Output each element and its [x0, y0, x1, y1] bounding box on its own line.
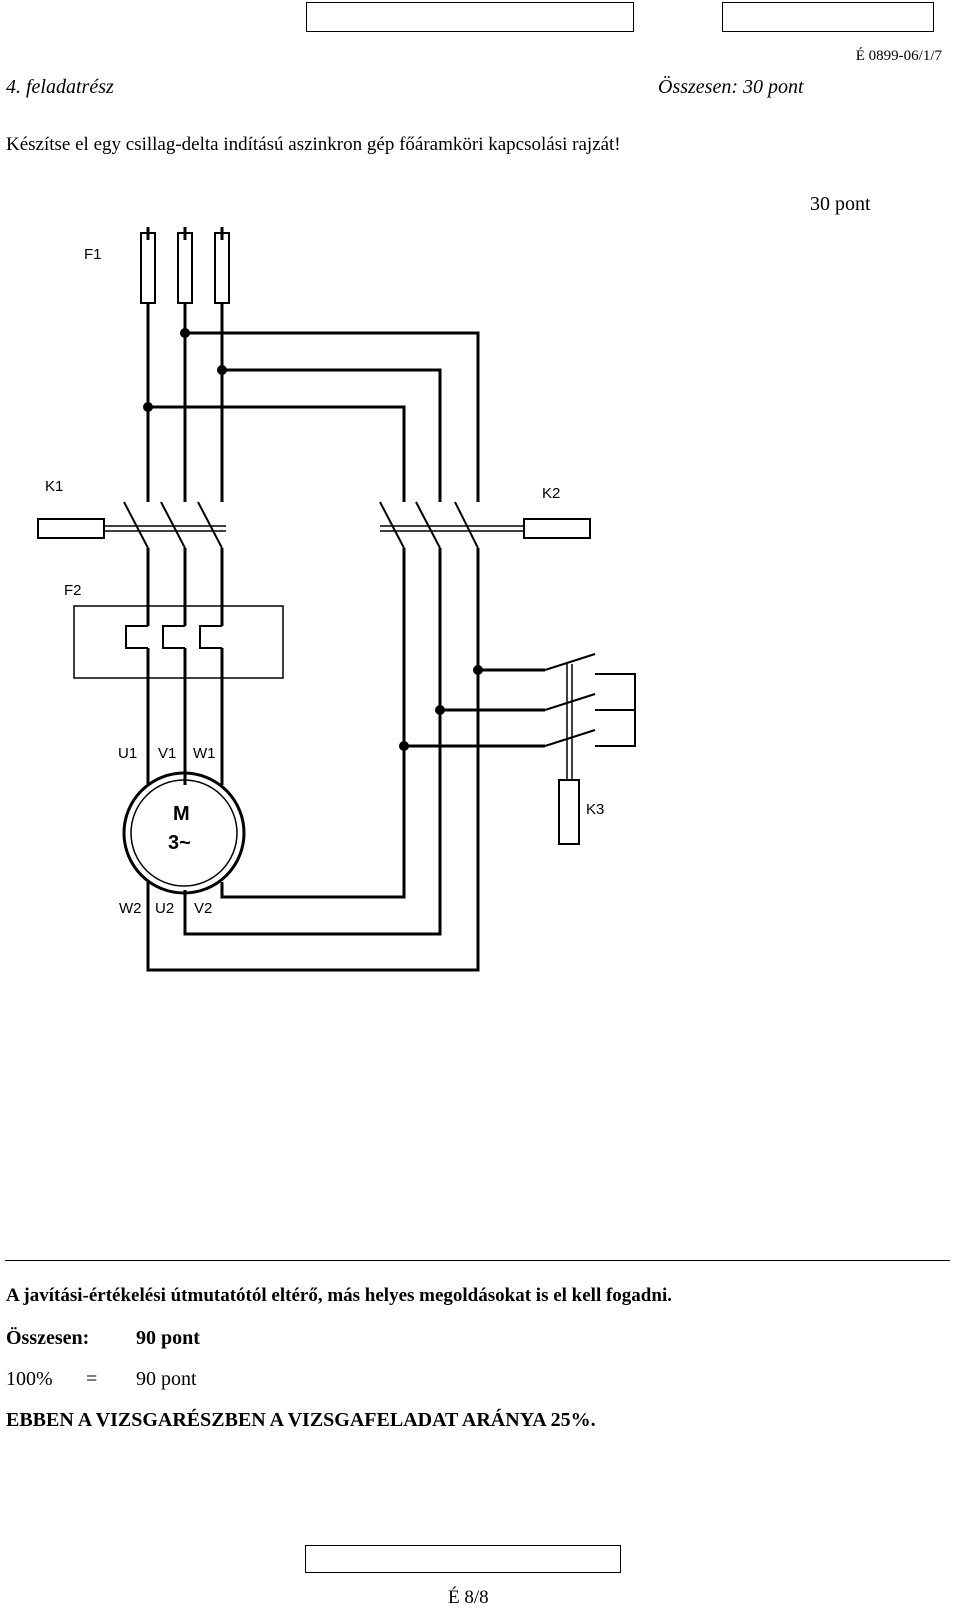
coil-k1: [37, 518, 105, 539]
label-w1: W1: [193, 745, 216, 762]
fuse-f1-3: [214, 232, 230, 304]
label-w2: W2: [119, 900, 142, 917]
motor-inner: [130, 779, 238, 887]
motor-label-m: M: [173, 803, 190, 825]
footer-box: [305, 1545, 621, 1573]
motor-label-type: 3~: [168, 832, 191, 854]
footer-rule: [5, 1260, 950, 1261]
junction-5: [435, 705, 445, 715]
circuit-diagram: F1 K1 K2 F2 K3 U1 V1 W1 W2 U2 V2 M 3~: [37, 227, 636, 972]
junction-2: [217, 365, 227, 375]
junction-6: [399, 741, 409, 751]
fuse-f1-1: [140, 232, 156, 304]
total-label: Összesen:: [6, 1327, 90, 1349]
label-f2: F2: [64, 582, 82, 599]
thermal-relay-f2: [73, 605, 284, 679]
fuse-f1-2: [177, 232, 193, 304]
percent-value: 90 pont: [136, 1368, 197, 1390]
junction-3: [143, 402, 153, 412]
coil-k3: [558, 779, 580, 845]
equals-sign: =: [86, 1368, 98, 1390]
label-u2: U2: [155, 900, 174, 917]
section-total: Összesen: 30 pont: [658, 76, 804, 98]
junction-1: [180, 328, 190, 338]
label-k1: K1: [45, 478, 63, 495]
label-f1: F1: [84, 246, 102, 263]
junction-4: [473, 665, 483, 675]
footer-note: A javítási-értékelési útmutatótól eltérő…: [6, 1285, 672, 1306]
label-u1: U1: [118, 745, 137, 762]
header-box-right: [722, 2, 934, 32]
label-v1: V1: [158, 745, 176, 762]
header-box-left: [306, 2, 634, 32]
label-k2: K2: [542, 485, 560, 502]
exam-code: É 0899-06/1/7: [855, 48, 942, 64]
task-points: 30 pont: [810, 193, 871, 215]
label-v2: V2: [194, 900, 212, 917]
total-value: 90 pont: [136, 1327, 200, 1349]
page-number: É 8/8: [448, 1587, 489, 1608]
percent-label: 100%: [6, 1368, 53, 1390]
ratio-statement: EBBEN A VIZSGARÉSZBEN A VIZSGAFELADAT AR…: [6, 1409, 596, 1431]
coil-k2: [523, 518, 591, 539]
task-text: Készítse el egy csillag-delta indítású a…: [6, 134, 621, 155]
section-title: 4. feladatrész: [6, 76, 114, 98]
label-k3: K3: [586, 801, 604, 818]
